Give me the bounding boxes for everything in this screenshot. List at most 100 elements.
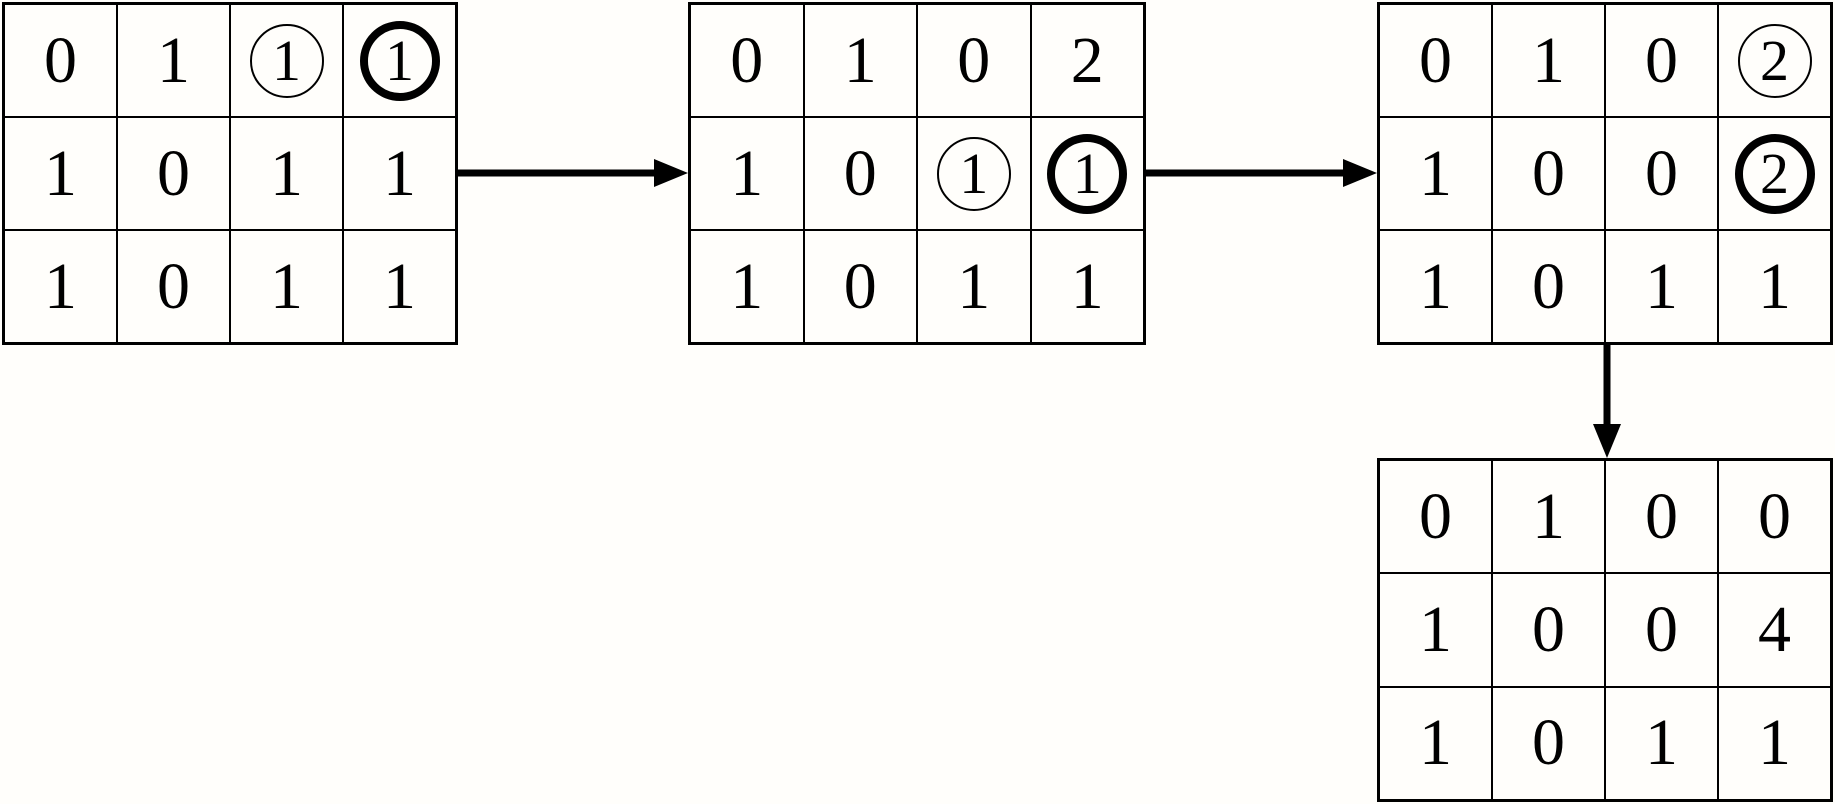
cell-value: 0 bbox=[1645, 23, 1678, 97]
cell-value: 0 bbox=[1532, 706, 1565, 780]
cell-value: 1 bbox=[1532, 23, 1565, 97]
bold-circle-annotation: 1 bbox=[1047, 133, 1128, 214]
grid-cell: 1 bbox=[230, 4, 343, 117]
grid-cell: 1 bbox=[1492, 460, 1605, 574]
cell-value: 0 bbox=[1532, 249, 1565, 323]
grid-cell: 1 bbox=[690, 230, 804, 343]
cell-value: 1 bbox=[383, 136, 416, 210]
grid-cell: 1 bbox=[1379, 573, 1492, 687]
grid-cell: 0 bbox=[1492, 573, 1605, 687]
grid-cell: 1 bbox=[4, 117, 117, 230]
cell-value: 1 bbox=[1419, 706, 1452, 780]
grid-cell: 1 bbox=[230, 117, 343, 230]
right-arrow-icon bbox=[458, 159, 688, 187]
thin-circle-annotation: 2 bbox=[1737, 23, 1812, 98]
cell-value: 2 bbox=[1760, 140, 1789, 206]
cell-value: 1 bbox=[959, 140, 989, 206]
cell-value: 1 bbox=[1419, 592, 1452, 666]
thin-circle-annotation: 1 bbox=[249, 23, 324, 98]
bold-circle-annotation: 2 bbox=[1734, 133, 1815, 214]
cell-value: 1 bbox=[270, 249, 303, 323]
cell-value: 1 bbox=[272, 27, 301, 93]
grid-cell: 1 bbox=[1718, 686, 1831, 800]
grid-cell: 2 bbox=[1718, 4, 1831, 117]
cell-value: 1 bbox=[1532, 479, 1565, 553]
cell-value: 0 bbox=[157, 136, 190, 210]
grid-cell: 0 bbox=[1492, 230, 1605, 343]
cell-value: 1 bbox=[730, 249, 764, 323]
cell-value: 0 bbox=[1645, 136, 1678, 210]
cell-value: 1 bbox=[843, 23, 877, 97]
grid-cell: 0 bbox=[117, 117, 230, 230]
grid-cell: 0 bbox=[1605, 117, 1718, 230]
grid-cell: 1 bbox=[117, 4, 230, 117]
cell-value: 0 bbox=[843, 136, 877, 210]
grid-step-2: 0 1 0 2 1 0 1 1 1 0 1 1 bbox=[688, 2, 1146, 345]
cell-value: 1 bbox=[730, 136, 764, 210]
cell-value: 0 bbox=[1532, 592, 1565, 666]
grid-cell: 1 bbox=[1492, 4, 1605, 117]
cell-value: 1 bbox=[157, 23, 190, 97]
cell-value: 1 bbox=[383, 249, 416, 323]
cell-value: 0 bbox=[1645, 479, 1678, 553]
cell-value: 0 bbox=[843, 249, 877, 323]
cell-value: 0 bbox=[44, 23, 77, 97]
cell-value: 0 bbox=[730, 23, 764, 97]
cell-value: 4 bbox=[1758, 592, 1791, 666]
grid-cell: 1 bbox=[4, 230, 117, 343]
cell-value: 0 bbox=[1645, 592, 1678, 666]
grid-cell: 1 bbox=[1605, 230, 1718, 343]
cell-value: 1 bbox=[44, 249, 77, 323]
grid-cell: 0 bbox=[917, 4, 1031, 117]
grid-cell: 1 bbox=[1030, 230, 1144, 343]
cell-value: 0 bbox=[1532, 136, 1565, 210]
cell-value: 2 bbox=[1760, 27, 1789, 93]
thin-circle-annotation: 1 bbox=[936, 136, 1011, 211]
grid-cell: 1 bbox=[1605, 686, 1718, 800]
grid-cell: 1 bbox=[690, 117, 804, 230]
down-arrow-icon bbox=[1593, 345, 1621, 458]
grid-cell: 4 bbox=[1718, 573, 1831, 687]
cell-value: 1 bbox=[1645, 249, 1678, 323]
cell-value: 1 bbox=[1070, 249, 1104, 323]
cell-value: 1 bbox=[1072, 140, 1102, 206]
grid-cell: 0 bbox=[1605, 573, 1718, 687]
grid-cell: 0 bbox=[1379, 460, 1492, 574]
cell-value: 1 bbox=[1645, 706, 1678, 780]
grid-cell: 0 bbox=[1492, 117, 1605, 230]
cell-value: 2 bbox=[1070, 23, 1104, 97]
grid-cell: 1 bbox=[917, 230, 1031, 343]
cell-value: 1 bbox=[385, 27, 414, 93]
grid-cell: 0 bbox=[803, 117, 917, 230]
grid-cell: 0 bbox=[1379, 4, 1492, 117]
grid-cell: 0 bbox=[690, 4, 804, 117]
cell-value: 0 bbox=[1419, 479, 1452, 553]
grid-cell: 1 bbox=[1379, 686, 1492, 800]
grid-cell: 1 bbox=[1718, 230, 1831, 343]
grid-cell: 1 bbox=[803, 4, 917, 117]
grid-cell: 0 bbox=[1718, 460, 1831, 574]
cell-value: 1 bbox=[270, 136, 303, 210]
cell-value: 0 bbox=[157, 249, 190, 323]
grid-cell: 1 bbox=[343, 4, 456, 117]
grid-cell: 2 bbox=[1030, 4, 1144, 117]
grid-cell: 1 bbox=[343, 117, 456, 230]
grid-cell: 0 bbox=[1605, 460, 1718, 574]
cell-value: 1 bbox=[957, 249, 991, 323]
grid-cell: 1 bbox=[917, 117, 1031, 230]
grid-cell: 0 bbox=[1492, 686, 1605, 800]
cell-value: 1 bbox=[1419, 136, 1452, 210]
grid-cell: 1 bbox=[1030, 117, 1144, 230]
grid-cell: 1 bbox=[1379, 117, 1492, 230]
grid-cell: 0 bbox=[4, 4, 117, 117]
grid-cell: 0 bbox=[803, 230, 917, 343]
grid-cell: 0 bbox=[117, 230, 230, 343]
cell-value: 0 bbox=[1419, 23, 1452, 97]
cell-value: 0 bbox=[957, 23, 991, 97]
cell-value: 0 bbox=[1758, 479, 1791, 553]
grid-cell: 1 bbox=[343, 230, 456, 343]
